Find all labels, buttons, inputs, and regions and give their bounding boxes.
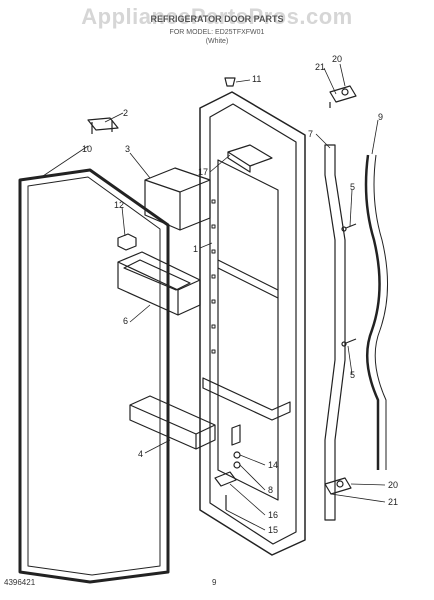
watermark: AppliancePartsPros.com	[81, 4, 353, 29]
callout-labels: 2 3 10 12 1 6 4 17 11 21 20 7 9 5 5 14 8…	[82, 54, 398, 535]
callout-21-top: 21	[315, 62, 325, 72]
callout-9: 9	[378, 112, 383, 122]
callout-8: 10	[82, 144, 92, 154]
screw-part	[224, 77, 236, 87]
callout-11: 11	[252, 74, 261, 84]
callout-16: 16	[268, 510, 278, 520]
door-stop-part	[324, 144, 346, 521]
callout-7: 7	[308, 129, 313, 139]
page-number: 9	[212, 578, 217, 587]
callout-3: 3	[125, 144, 130, 154]
diagram-title: REFRIGERATOR DOOR PARTS	[150, 14, 284, 24]
callout-6: 6	[123, 316, 128, 326]
callout-4: 4	[138, 449, 143, 459]
callout-10: 8	[268, 485, 273, 495]
bottom-hinge-bracket-part	[324, 477, 352, 495]
handle-bracket-part	[87, 117, 119, 134]
callout-12: 12	[114, 200, 124, 210]
callout-14: 14	[268, 460, 278, 470]
door-liner-part	[199, 91, 306, 556]
callout-5-upper: 5	[350, 182, 355, 192]
callout-2: 2	[123, 108, 128, 118]
door-shelf-part	[117, 251, 201, 316]
bottom-shelf-part	[129, 395, 216, 450]
callout-20-top: 20	[332, 54, 342, 64]
model-color: (White)	[205, 38, 229, 45]
clip-part	[117, 233, 137, 251]
model-number: FOR MODEL: ED25TFXFW01	[169, 29, 265, 36]
callout-20-bottom: 20	[388, 480, 398, 490]
top-hinge-bracket-part	[329, 85, 357, 108]
door-gasket-part	[18, 168, 170, 584]
callout-1: 1	[193, 244, 198, 254]
bottom-hinge-parts	[214, 424, 241, 510]
callout-21-bottom: 21	[388, 497, 398, 507]
screw-5-parts	[341, 223, 357, 347]
callout-17: 17	[198, 167, 208, 177]
leader-lines	[39, 63, 386, 531]
callout-15: 15	[268, 525, 278, 535]
door-bin-part	[144, 167, 211, 231]
document-reference: 4396421	[4, 578, 36, 587]
callout-5-lower: 5	[350, 370, 355, 380]
gasket-strip-part	[364, 154, 388, 470]
